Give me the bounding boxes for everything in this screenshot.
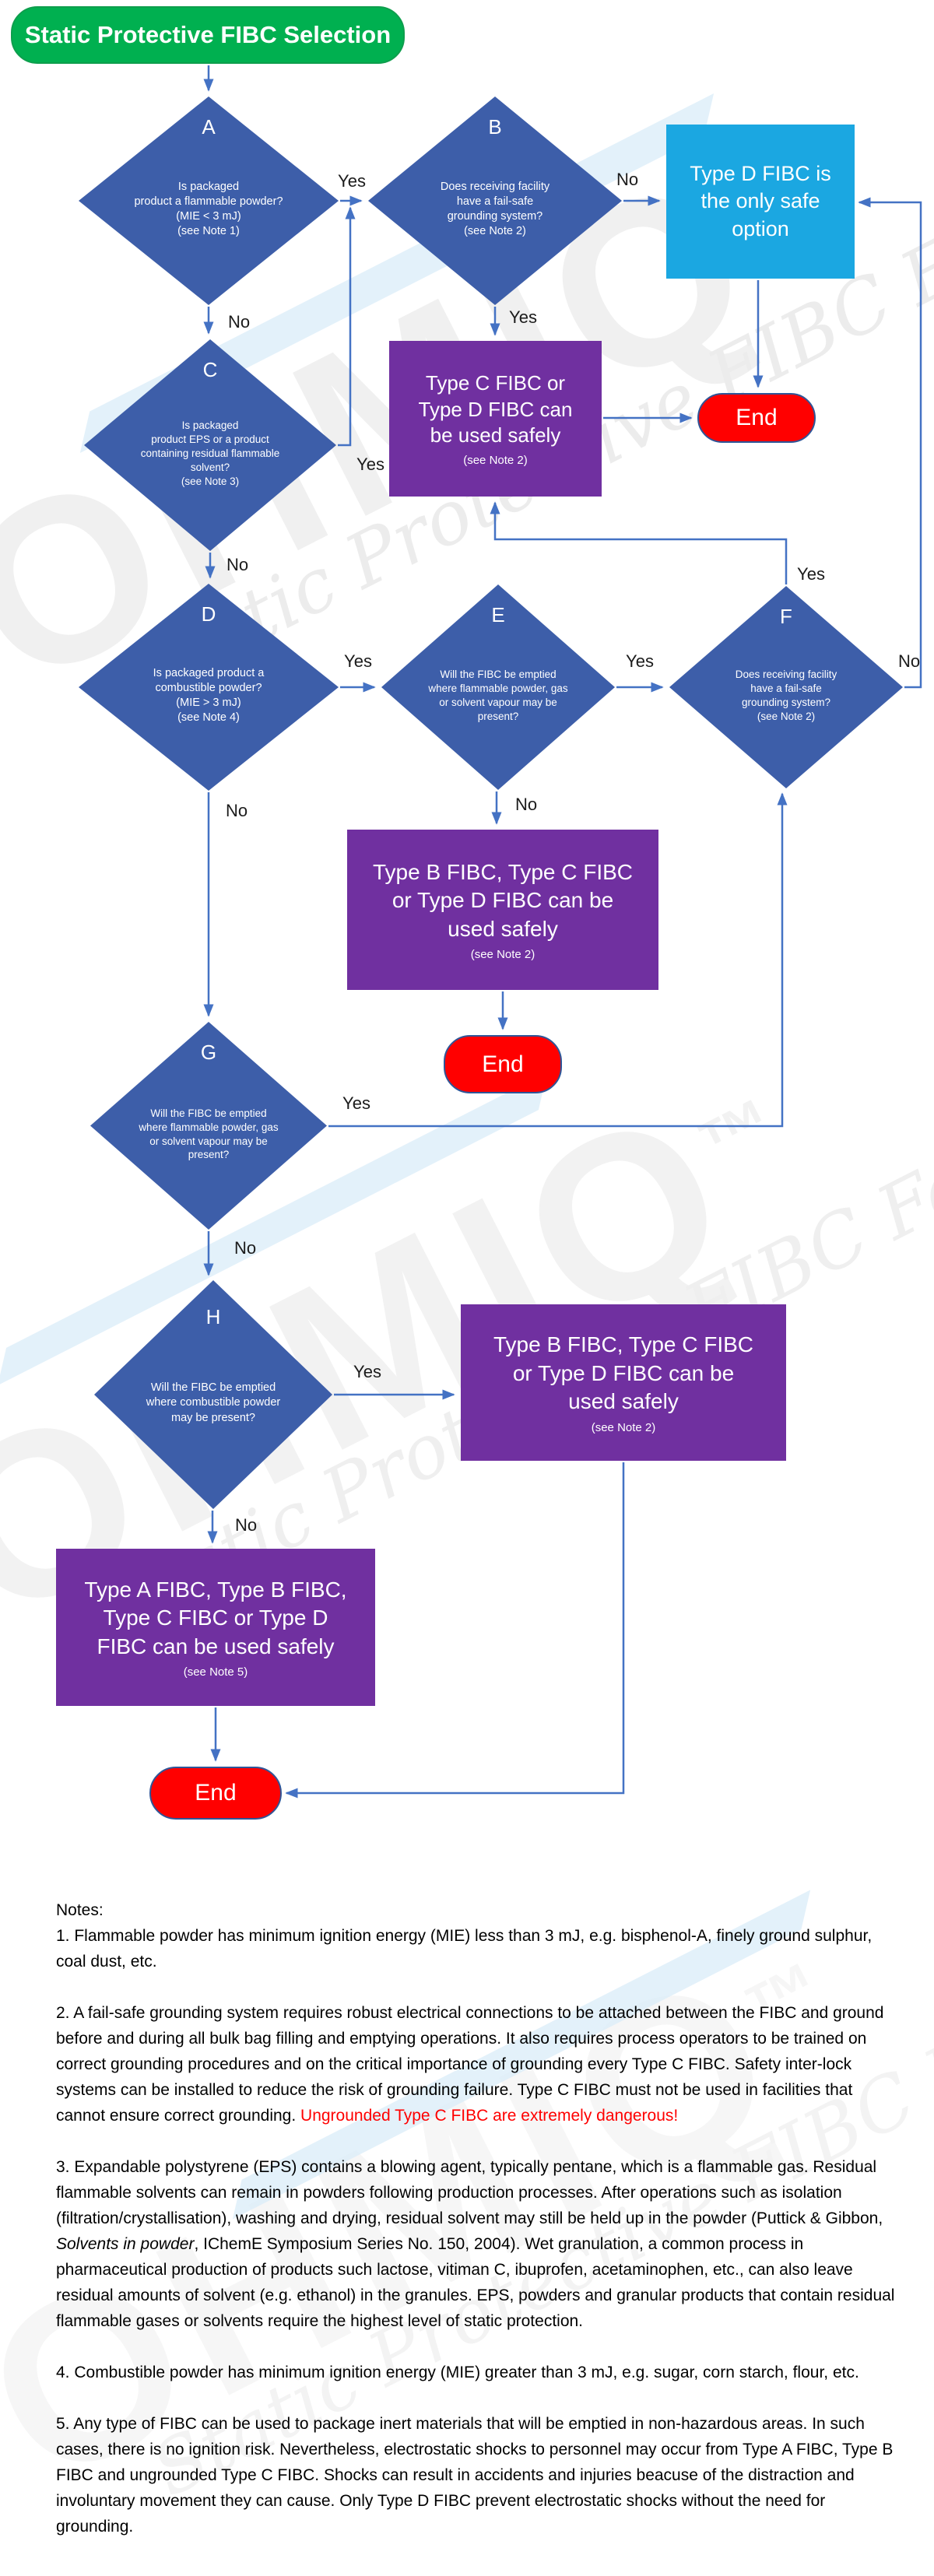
decision-a-question: Is packaged product a flammable powder? …	[134, 180, 283, 238]
decision-h-letter: H	[205, 1305, 221, 1328]
result-type-d-only-box: Type D FIBC is the only safe option	[666, 125, 855, 279]
edge-label-g-yes: Yes	[342, 1093, 370, 1113]
end-terminator-3: End	[149, 1767, 282, 1820]
note-paragraph: 4. Combustible powder has minimum igniti…	[56, 2364, 859, 2381]
edge-label-c-yes: Yes	[356, 454, 384, 474]
result-b-c-or-d-box-2: Type B FIBC, Type C FIBC or Type D FIBC …	[461, 1304, 786, 1461]
edge-label-e-yes: Yes	[626, 651, 654, 671]
result-b-c-or-d-text-2: Type B FIBC, Type C FIBC or Type D FIBC …	[493, 1332, 754, 1414]
result-type-d-only-text: Type D FIBC is the only safe option	[690, 162, 831, 240]
edge-label-e-no: No	[514, 795, 538, 814]
decision-f-question: Does receiving facility have a fail-safe…	[735, 669, 837, 722]
edge-label-g-no: No	[234, 1238, 257, 1258]
start-node: Static Protective FIBC Selection	[11, 6, 405, 64]
decision-c-letter: C	[202, 358, 218, 381]
edge-label-f-no: No	[897, 651, 921, 671]
note-paragraph: 5. Any type of FIBC can be used to packa…	[56, 2415, 894, 2536]
result-c-or-d-box: Type C FIBC or Type D FIBC can be used s…	[389, 341, 602, 497]
edge-label-a-yes: Yes	[338, 171, 366, 191]
edge-g-yes-to-f	[328, 792, 788, 1128]
note-paragraph: 3. Expandable polystyrene (EPS) contains…	[56, 2158, 895, 2330]
edge-f-yes-to-c-d-box	[490, 501, 788, 584]
result-a-b-c-or-d-note: (see Note 5)	[183, 1665, 248, 1679]
edge-label-d-yes: Yes	[344, 651, 372, 671]
edge-f-no-to-type-d	[858, 197, 922, 689]
result-c-or-d-text: Type C FIBC or Type D FIBC can be used s…	[418, 370, 573, 447]
end-terminator-2: End	[444, 1035, 562, 1093]
decision-a-letter: A	[202, 115, 216, 139]
decision-b-letter: B	[488, 115, 502, 139]
notes-section: Notes: 1. Flammable powder has minimum i…	[56, 1897, 895, 2565]
edge-label-a-no: No	[227, 312, 251, 332]
note-paragraph: 2. A fail-safe grounding system requires…	[56, 2004, 884, 2125]
decision-d-question: Is packaged product a combustible powder…	[153, 666, 265, 725]
edge-label-d-no: No	[225, 801, 248, 820]
decision-h-question: Will the FIBC be emptied where combustib…	[146, 1381, 281, 1424]
edge-label-h-no: No	[234, 1515, 258, 1535]
edge-label-c-no: No	[226, 555, 249, 574]
edge-label-b-yes: Yes	[509, 307, 537, 327]
result-b-c-or-d-note-2: (see Note 2)	[591, 1420, 656, 1434]
decision-b-question: Does receiving facility have a fail-safe…	[440, 180, 550, 238]
result-a-b-c-or-d-text: Type A FIBC, Type B FIBC, Type C FIBC or…	[84, 1577, 347, 1658]
notes-heading: Notes:	[56, 1901, 104, 1919]
edge-label-b-no: No	[616, 170, 639, 189]
decision-e-letter: E	[491, 603, 505, 626]
end-label: End	[736, 405, 778, 430]
decision-f-letter: F	[780, 605, 792, 628]
end-label: End	[195, 1780, 237, 1806]
decision-e-question: Will the FIBC be emptied where flammable…	[428, 669, 568, 722]
decision-g-question: Will the FIBC be emptied where flammable…	[139, 1107, 279, 1161]
result-a-b-c-or-d-box: Type A FIBC, Type B FIBC, Type C FIBC or…	[56, 1549, 375, 1706]
end-terminator-1: End	[697, 393, 816, 443]
edge-label-h-yes: Yes	[353, 1362, 381, 1381]
result-b-c-or-d-box-1: Type B FIBC, Type C FIBC or Type D FIBC …	[347, 830, 658, 990]
edge-c-yes-merge	[338, 206, 356, 447]
result-c-or-d-note: (see Note 2)	[463, 454, 528, 468]
end-label: End	[482, 1051, 524, 1077]
decision-d-letter: D	[201, 602, 216, 626]
note-paragraph: 1. Flammable powder has minimum ignition…	[56, 1927, 873, 1971]
result-b-c-or-d-text-1: Type B FIBC, Type C FIBC or Type D FIBC …	[372, 859, 634, 941]
decision-c-question: Is packaged product EPS or a product con…	[140, 419, 280, 487]
start-node-label: Static Protective FIBC Selection	[24, 21, 392, 48]
notes-paragraphs: 1. Flammable powder has minimum ignition…	[56, 1923, 895, 2539]
decision-g-letter: G	[200, 1041, 217, 1064]
edge-b-c-d-box2-to-end3	[285, 1462, 625, 1799]
result-b-c-or-d-note-1: (see Note 2)	[470, 948, 535, 962]
edge-label-f-yes: Yes	[797, 564, 825, 584]
